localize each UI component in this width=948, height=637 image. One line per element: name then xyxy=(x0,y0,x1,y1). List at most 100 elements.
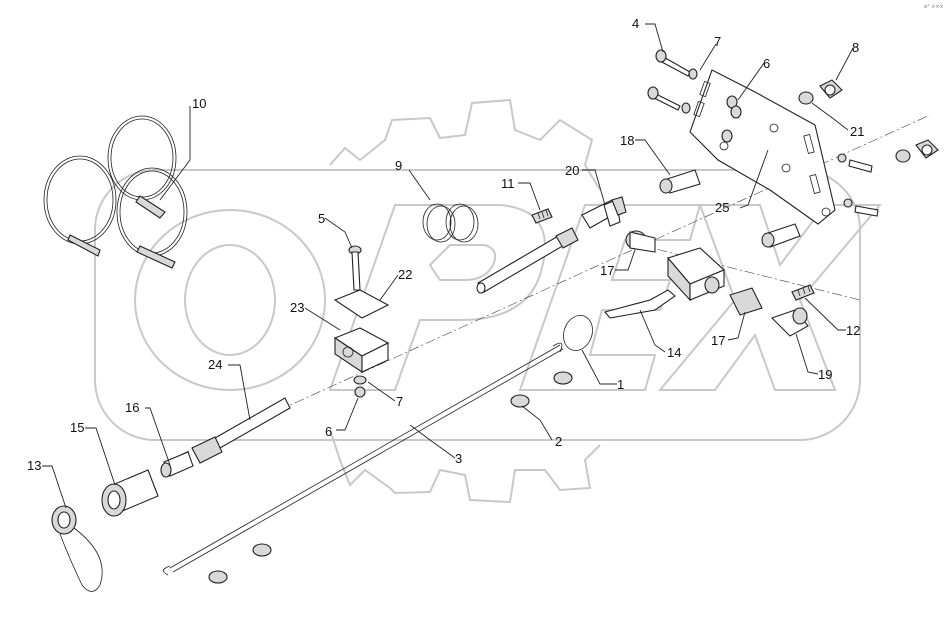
leader-13 xyxy=(42,465,67,509)
washer-7a xyxy=(688,68,698,80)
part-25-bracket xyxy=(689,69,836,225)
ferrule-2a xyxy=(510,394,530,408)
callout-15: 15 xyxy=(70,420,84,435)
nut-17a-body xyxy=(629,231,656,253)
nut-17b xyxy=(729,287,763,316)
spring-1-coil-a xyxy=(422,203,452,241)
leader-2 xyxy=(521,405,553,441)
watermark-text xyxy=(94,169,883,441)
right-bolts xyxy=(837,153,879,217)
callout-18: 18 xyxy=(620,133,634,148)
ferrule-2b xyxy=(252,543,272,557)
cable-3-loop-bottom xyxy=(163,565,171,576)
part-5-bolt xyxy=(348,245,362,291)
part-7-washers xyxy=(681,68,698,114)
part-23-clamp-block xyxy=(333,327,390,374)
washer-right-a xyxy=(837,153,847,163)
nut-8a-hole xyxy=(824,84,836,96)
cable-3-loop-top xyxy=(552,342,563,353)
leader-24 xyxy=(228,364,251,421)
bracket-hole-3 xyxy=(781,163,791,173)
leader-17-upper xyxy=(615,249,636,271)
clamp-ring-2 xyxy=(107,115,177,201)
part-21-nuts xyxy=(798,91,911,163)
nut-6c xyxy=(721,129,733,143)
leader-17-lower xyxy=(727,311,746,341)
clamp-tail-2 xyxy=(135,195,166,219)
leader-9 xyxy=(408,169,431,201)
part-13-dust-cap xyxy=(51,505,103,592)
callout-24: 24 xyxy=(208,357,222,372)
callout-6-lower: 6 xyxy=(325,424,332,439)
assembly-axis-side xyxy=(639,244,861,301)
part-10-clamps xyxy=(43,115,188,269)
valve-port xyxy=(704,276,720,294)
cable-3-line xyxy=(169,344,561,569)
hose-upper-end xyxy=(476,282,486,294)
clamp-block-side xyxy=(361,342,389,373)
part-18-adaptor xyxy=(659,169,701,194)
callout-4: 4 xyxy=(632,16,639,31)
part-17-nut-lower xyxy=(729,287,763,316)
hose-upper-body xyxy=(477,234,567,293)
bolt-5-shank xyxy=(351,251,361,291)
part-2-ferrules xyxy=(208,394,530,584)
nut-6d xyxy=(354,386,366,398)
part-9-springs xyxy=(422,203,479,243)
callout-21: 21 xyxy=(850,124,864,139)
bracket-hole-4 xyxy=(821,207,831,217)
part-1-ring xyxy=(563,315,593,351)
bolt-4a-head xyxy=(655,49,667,63)
leader-6-lower xyxy=(336,397,359,431)
leader-5 xyxy=(324,217,353,249)
callout-17-upper: 17 xyxy=(600,263,614,278)
clamp-block-bore xyxy=(342,346,354,358)
clamp-tail-1 xyxy=(67,234,101,257)
hose-upper-fitting xyxy=(555,227,579,249)
adaptor-right-hex xyxy=(761,232,775,248)
part-19-elbow xyxy=(770,307,809,337)
leader-7-upper xyxy=(699,43,717,71)
part-1-clip xyxy=(553,371,573,385)
corner-mark: e° ××× xyxy=(924,4,944,10)
part-20-tee-fitting xyxy=(581,196,627,229)
callout-5: 5 xyxy=(318,211,325,226)
washer-7c xyxy=(353,375,367,385)
leader-18 xyxy=(635,139,671,176)
leader-19 xyxy=(795,333,819,375)
leader-12 xyxy=(804,297,846,331)
clamp-ring-1 xyxy=(43,155,117,245)
valve-lever xyxy=(604,289,676,319)
watermark-letter-x xyxy=(657,204,883,391)
leader-3 xyxy=(409,424,456,459)
callout-22: 22 xyxy=(398,267,412,282)
tag-11-text xyxy=(537,209,549,220)
part-12-tag xyxy=(791,284,815,301)
bracket-hole-1 xyxy=(719,141,729,151)
leader-22 xyxy=(379,274,399,301)
part-7-6-washer-nut xyxy=(353,375,367,398)
callout-10: 10 xyxy=(192,96,206,111)
callout-23: 23 xyxy=(290,300,304,315)
callout-16: 16 xyxy=(125,400,139,415)
watermark-letter-p xyxy=(328,204,546,391)
nut-6b xyxy=(730,105,742,119)
part-11-tag xyxy=(531,208,553,224)
bolt-right-b xyxy=(854,205,879,217)
hose-upper xyxy=(476,227,579,294)
callout-2: 2 xyxy=(555,434,562,449)
callout-17-lower: 17 xyxy=(711,333,725,348)
callout-14: 14 xyxy=(667,345,681,360)
spring-2-coil-a xyxy=(445,203,475,241)
callout-20: 20 xyxy=(565,163,579,178)
callout-13: 13 xyxy=(27,458,41,473)
callout-19: 19 xyxy=(818,367,832,382)
part-17-nut-upper xyxy=(625,230,656,253)
nut-21a xyxy=(798,91,814,105)
part-4-bolts xyxy=(647,49,691,111)
part-24-hose xyxy=(191,397,291,464)
bracket-slot-2 xyxy=(693,100,705,118)
adaptor-18-hex xyxy=(659,178,673,194)
bolt-right-a xyxy=(848,159,873,173)
